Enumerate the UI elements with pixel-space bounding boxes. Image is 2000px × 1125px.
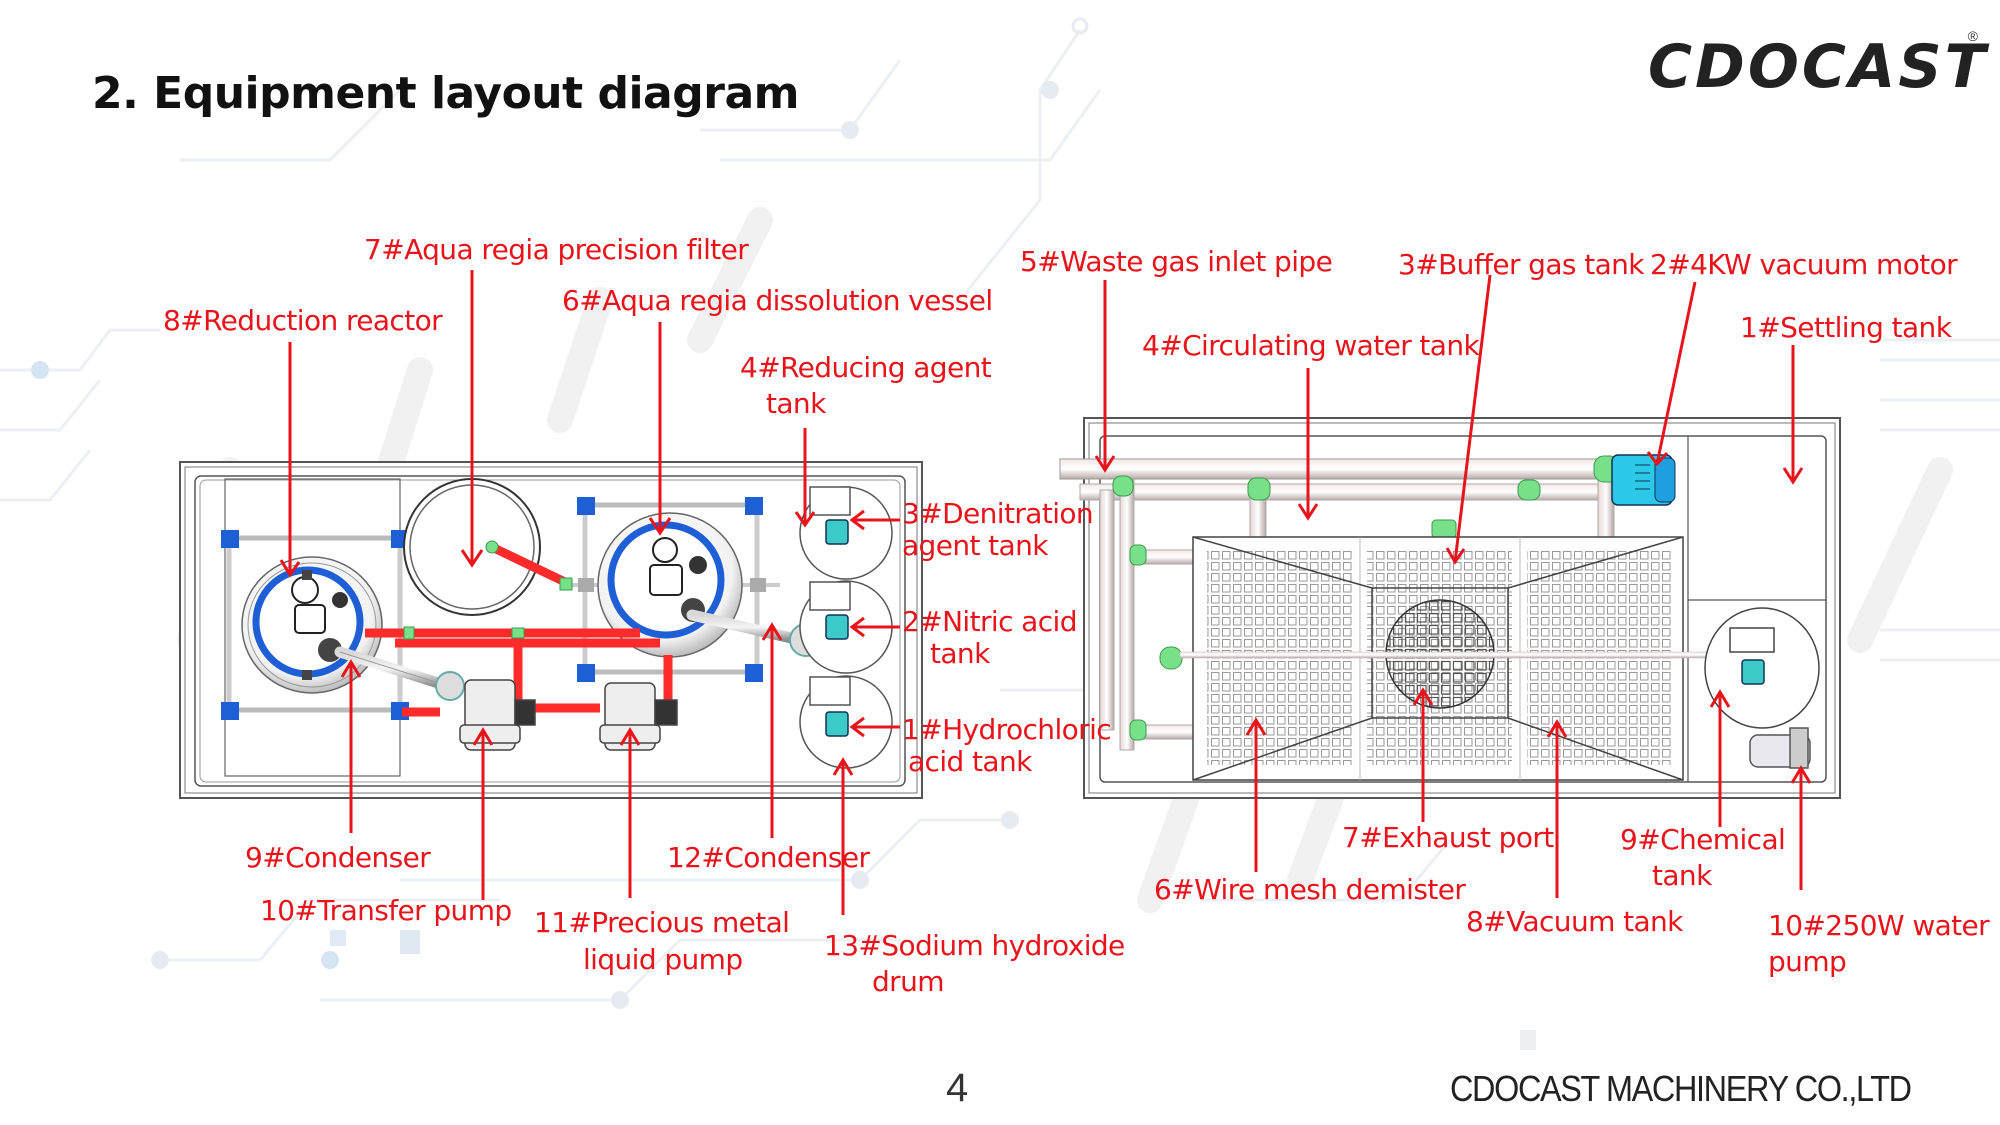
label-precious-metal-pump-line2: liquid pump [583,943,743,976]
reduction-reactor [241,556,383,694]
page-number: 4 [946,1066,969,1110]
label-precious-metal-pump: 11#Precious metal [534,906,790,939]
label-condenser-12: 12#Condenser [667,841,870,874]
watermark-circuit [0,29,2000,1002]
label-vacuum-motor: 2#4KW vacuum motor [1650,248,1958,281]
label-denitration-tank-line2: agent tank [902,529,1048,562]
right-callout-lines [1094,274,1812,898]
label-nitric-acid-tank-line2: tank [930,637,990,670]
label-sodium-hydroxide-drum: 13#Sodium hydroxide [824,929,1125,962]
label-waste-gas-inlet-pipe: 5#Waste gas inlet pipe [1020,245,1333,278]
vacuum-motor [1611,454,1676,506]
label-hydrochloric-acid-tank: 1#Hydrochloric [902,713,1112,746]
label-water-pump: 10#250W water [1768,909,1990,942]
right-equipment-drawing [1059,417,1841,799]
label-settling-tank: 1#Settling tank [1740,311,1952,344]
logo-text: CDOCAST [1648,32,1989,102]
precious-metal-pump [599,682,678,751]
chemical-tanks [799,486,893,769]
chemical-tank-right [1704,607,1820,729]
label-sodium-hydroxide-drum-line2: drum [872,965,945,998]
registered-mark: ® [1967,28,1978,44]
wire-mesh-demister [1179,536,1721,781]
cdocast-logo: CDOCAST ® [1648,28,1985,108]
label-reduction-reactor: 8#Reduction reactor [163,304,443,337]
label-buffer-gas-tank: 3#Buffer gas tank [1398,248,1645,281]
label-hydrochloric-acid-tank-line2: acid tank [908,745,1032,778]
label-chemical-tank: 9#Chemical [1620,823,1786,856]
page-title: 2. Equipment layout diagram [92,68,799,119]
company-name: CDOCAST MACHINERY CO.,LTD [1450,1068,1912,1109]
label-reducing-agent-tank-line2: tank [766,387,826,420]
label-water-pump-line2: pump [1768,945,1847,978]
label-circulating-water-tank: 4#Circulating water tank [1142,329,1480,362]
label-reducing-agent-tank: 4#Reducing agent [740,351,992,384]
label-nitric-acid-tank: 2#Nitric acid [902,605,1077,638]
label-transfer-pump: 10#Transfer pump [260,894,512,927]
label-chemical-tank-line2: tank [1652,859,1712,892]
label-denitration-tank: 3#Denitration [902,497,1094,530]
watermark-nodes [31,17,1536,1050]
left-callout-lines [279,270,900,915]
transfer-pump [459,679,536,751]
reduction-reactor-frame [221,530,409,720]
water-pump-right [1749,727,1811,769]
label-wire-mesh-demister: 6#Wire mesh demister [1154,873,1466,906]
label-vacuum-tank: 8#Vacuum tank [1466,905,1683,938]
waste-gas-pipe [1059,458,1615,751]
label-dissolution-vessel: 6#Aqua regia dissolution vessel [562,284,993,317]
label-condenser-9: 9#Condenser [245,841,431,874]
label-precision-filter: 7#Aqua regia precision filter [364,233,749,266]
label-exhaust-port: 7#Exhaust port [1342,821,1554,854]
